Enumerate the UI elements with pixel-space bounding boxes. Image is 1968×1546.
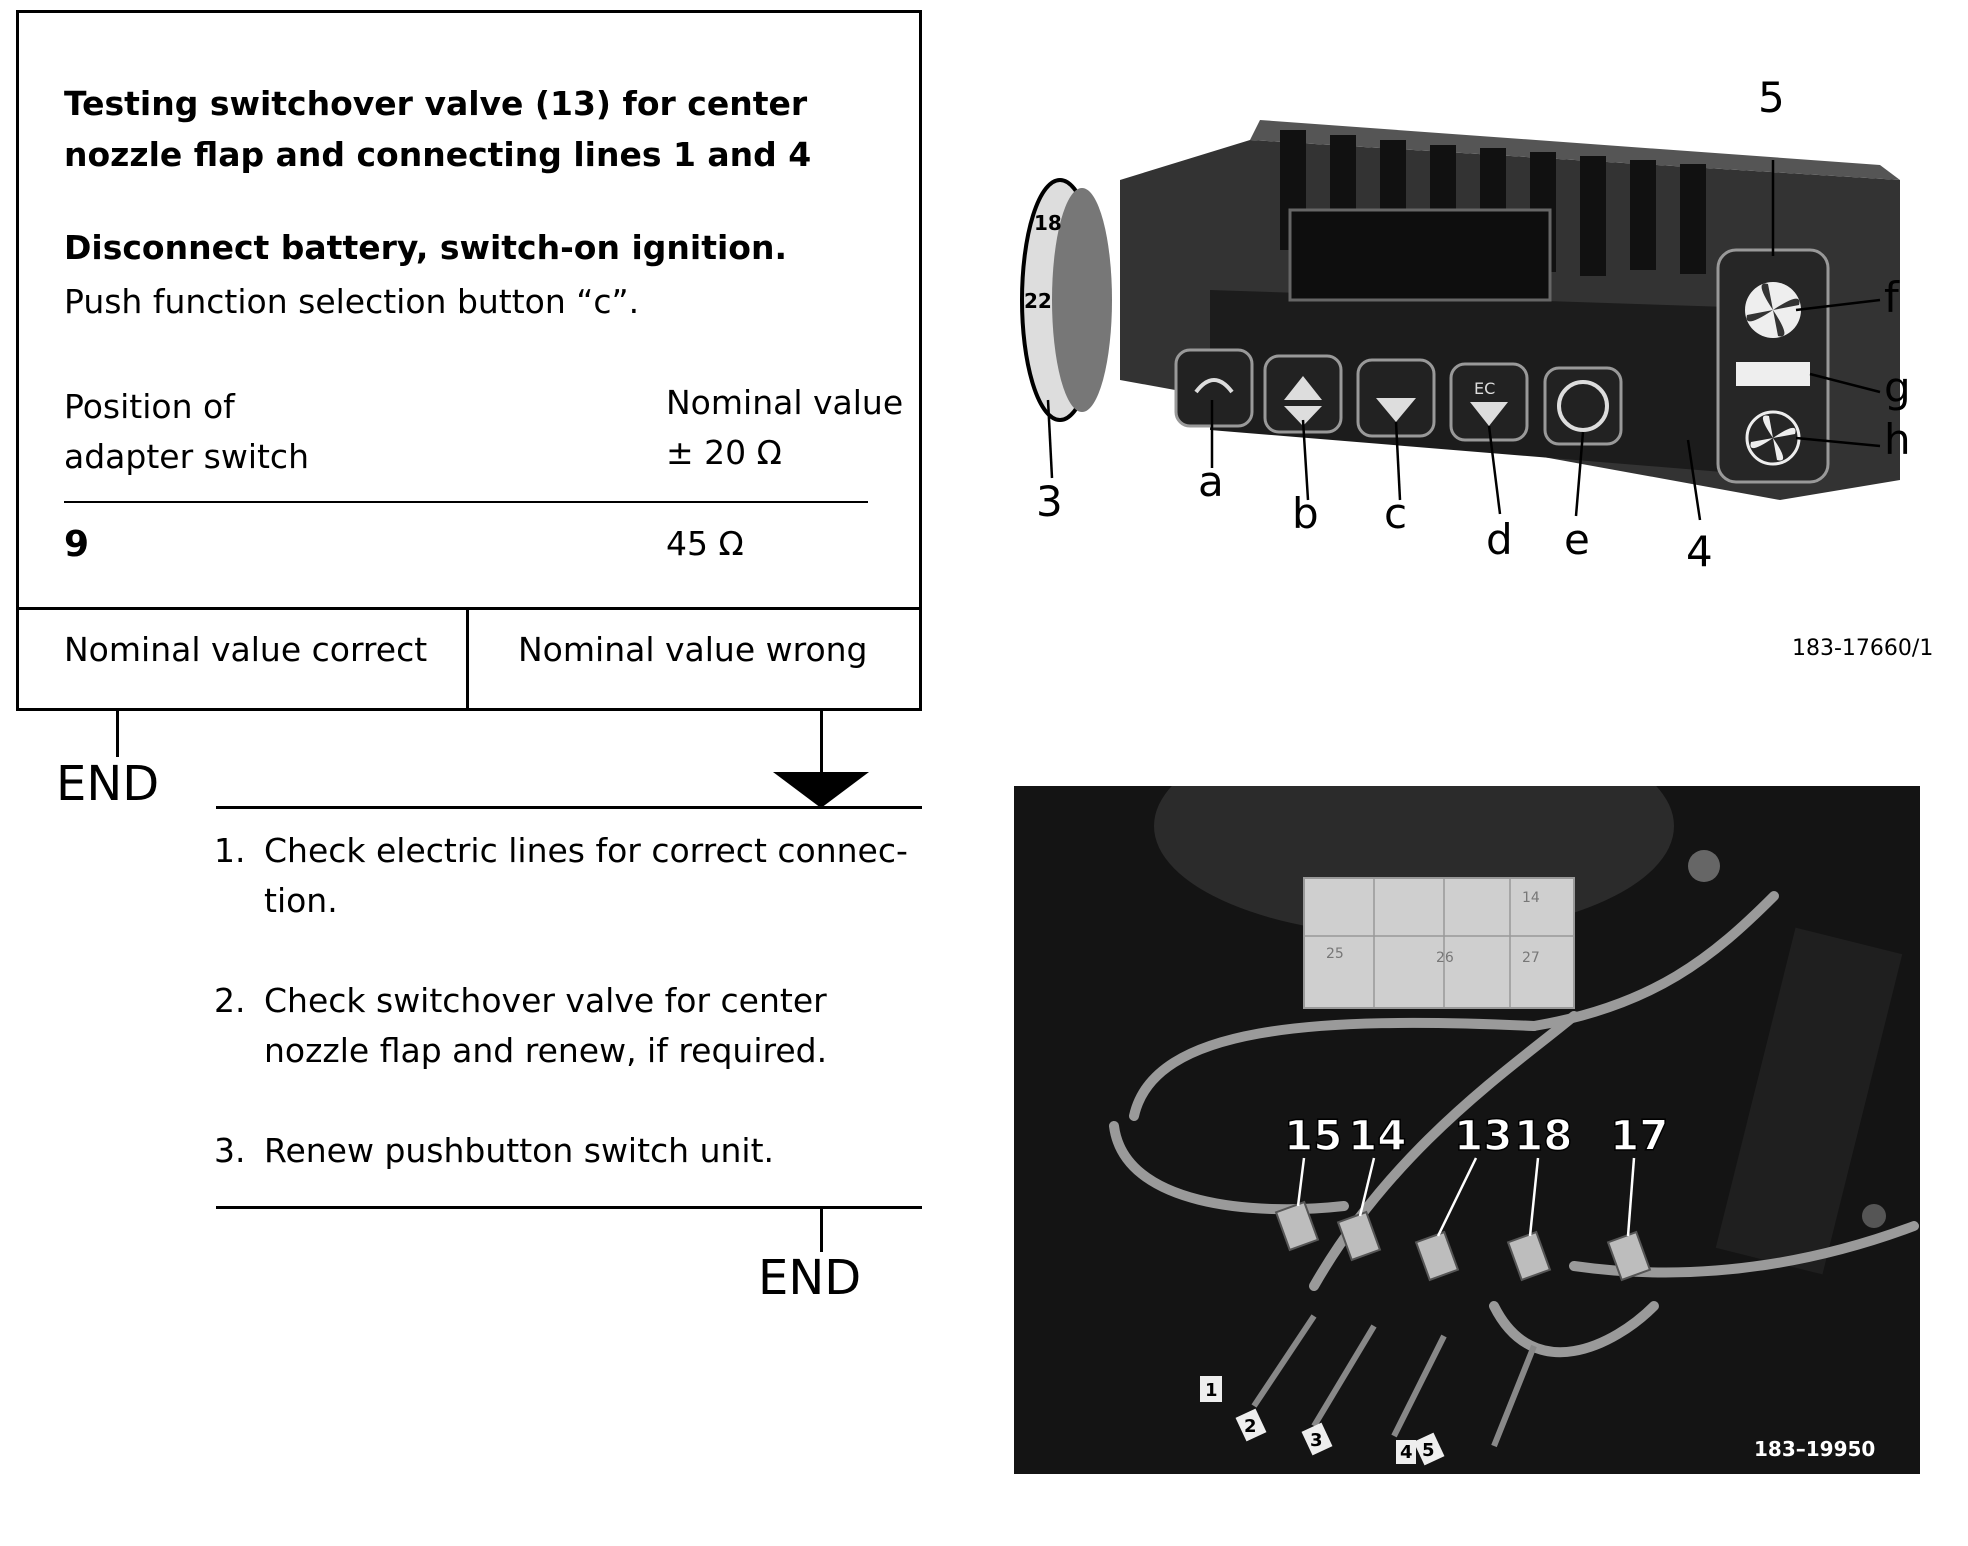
ec-label: EC [1474,379,1495,398]
ring-icon [1557,380,1609,432]
connector-13 [1414,1230,1460,1282]
table-cell-position: 9 [64,524,90,565]
callout-17: 17 [1610,1111,1668,1160]
list-item: 3. Renew pushbutton switch unit. [214,1126,934,1176]
defrost-icon [1194,378,1234,394]
end-connector-left [116,711,119,757]
figure-code-2: 183–19950 [1754,1437,1875,1461]
end-connector-right [820,1206,823,1252]
fuse-label-27: 27 [1522,950,1540,966]
wire-tag-2: 2 [1244,1416,1257,1437]
list-item: 1. Check electric lines for correct conne… [214,826,934,926]
blower-slider-g[interactable] [1736,362,1810,386]
down-triangle-icon [1470,402,1508,426]
header-position-line2: adapter switch [64,437,309,476]
dial-scale-18: 18 [1034,211,1062,235]
callout-5: 5 [1758,73,1785,122]
fuse-label-25: 25 [1326,946,1344,962]
result-wrong-box [466,607,922,711]
step-number: 3. [214,1131,246,1170]
connector-14 [1336,1210,1382,1262]
callout-18: 18 [1514,1111,1572,1160]
wiring-photo: 14 25 26 27 1 2 3 4 5 [1014,786,1920,1474]
callout-13: 13 [1454,1111,1512,1160]
table-header-nominal: Nominal value ± 20 Ω [666,378,903,478]
wire-tag-3: 3 [1310,1430,1323,1451]
actions-bottom-rule [216,1206,922,1209]
instruction-bold: Disconnect battery, switch-on ignition. [64,228,787,267]
callout-h: h [1884,415,1911,464]
callout-b: b [1292,489,1319,538]
connector-15 [1274,1200,1320,1252]
fan-icon-f [1745,282,1801,338]
connector-17 [1606,1230,1652,1282]
control-unit-illustration: 18 22 EC [1020,73,1911,576]
step-text: tion. [264,881,338,920]
instruction: Push function selection button “c”. [64,282,640,321]
figure-code-1: 183-17660/1 [1792,636,1934,661]
button-d[interactable]: EC [1449,362,1529,442]
list-item: 2. Check switchover valve for center nozz… [214,976,934,1076]
down-arrow-icon [773,772,869,808]
callout-c: c [1384,489,1407,538]
result-wrong-label: Nominal value wrong [518,630,868,669]
callout-d: d [1486,515,1513,564]
wrong-connector [820,711,823,775]
button-c[interactable] [1356,358,1436,438]
cable [1129,1017,1539,1121]
connector-18 [1506,1230,1552,1282]
cable [1489,1301,1659,1358]
fuse-label-26: 26 [1436,950,1454,966]
header-nominal-line1: Nominal value [666,383,904,422]
table-header-position: Position of adapter switch [64,382,309,482]
step-text: Check electric lines for correct connec- [264,831,908,870]
table-divider [64,501,868,503]
wire-tag-4: 4 [1400,1442,1413,1463]
end-label-right: END [758,1250,862,1306]
callout-f: f [1884,273,1900,322]
actions-top-rule [216,806,922,809]
procedure-title: Testing switchover valve (13) for center… [64,84,812,174]
callout-15: 15 [1284,1111,1342,1160]
callout-4: 4 [1686,527,1713,576]
result-correct-label: Nominal value correct [64,630,428,669]
callout-a: a [1198,457,1224,506]
header-nominal-line2: ± 20 Ω [666,433,782,472]
end-label-left: END [56,756,160,812]
fuse-label-plate: 14 25 26 27 [1303,877,1575,1009]
down-triangle-icon [1376,398,1416,422]
step-text: nozzle flap and renew, if required. [264,1031,828,1070]
fuse-label-14: 14 [1522,890,1540,906]
wire-tag-5: 5 [1422,1440,1435,1461]
dial-scale-22: 22 [1024,289,1052,313]
callout-e: e [1564,515,1590,564]
button-a[interactable] [1174,348,1254,428]
callout-3: 3 [1036,477,1063,526]
step-text: Check switchover valve for center [264,981,827,1020]
header-position-line1: Position of [64,387,235,426]
callout-g: g [1884,363,1911,412]
wire-tag-1: 1 [1205,1380,1218,1401]
step-number: 1. [214,831,246,870]
callout-14: 14 [1348,1111,1406,1160]
down-triangle-icon [1284,406,1322,426]
step-text: Renew pushbutton switch unit. [264,1131,775,1170]
display-window [1288,208,1552,302]
step-number: 2. [214,981,246,1020]
table-cell-nominal: 45 Ω [666,524,744,563]
up-triangle-icon [1284,376,1322,400]
